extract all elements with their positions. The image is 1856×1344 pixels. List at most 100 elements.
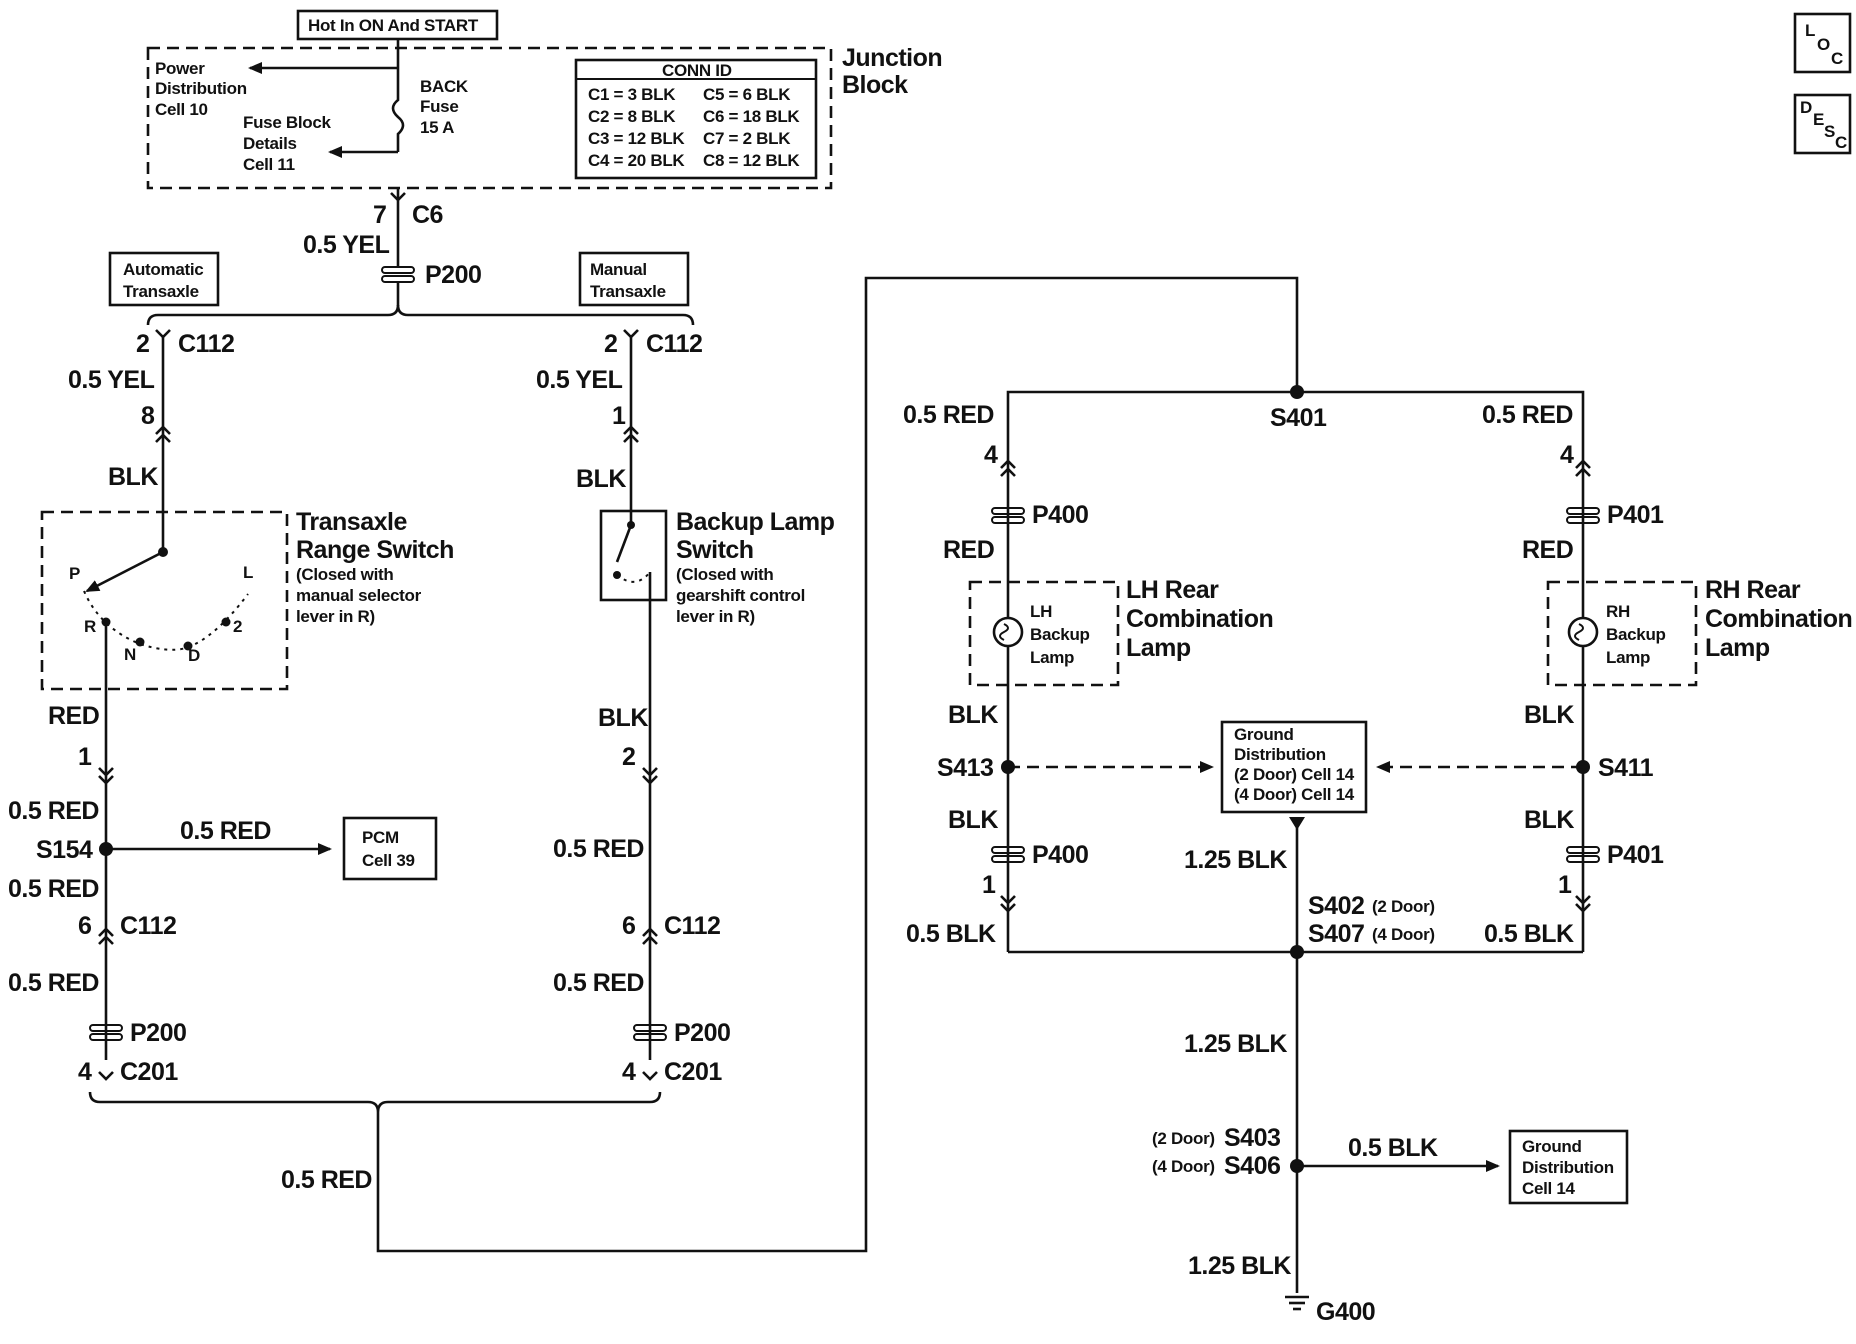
- fuse-label: BACK: [420, 77, 469, 96]
- manual-transaxle-label: Manual: [590, 260, 647, 279]
- rh-rear-combination-lamp-title: Lamp: [1705, 634, 1770, 662]
- automatic-transaxle-label-box: [108, 251, 220, 307]
- ground-distribution-label: (2 Door) Cell 14: [1234, 765, 1355, 784]
- power-dist-label: Cell 10: [155, 100, 208, 119]
- connector-id: C112: [178, 330, 234, 358]
- inline-connector-symbol: [1575, 895, 1591, 913]
- wire-label: BLK: [1524, 806, 1574, 834]
- wire-label: BLK: [576, 465, 626, 493]
- connector-id: C112: [120, 912, 176, 940]
- ground-distribution-label: Distribution: [1522, 1158, 1614, 1177]
- door-note: (4 Door): [1152, 1157, 1215, 1176]
- splice-id: S401: [1270, 404, 1327, 432]
- switch-note: (Closed with: [676, 565, 773, 584]
- junction-block-outline: [146, 46, 833, 190]
- p200-connector-symbol: [89, 1024, 123, 1032]
- wire-label: BLK: [948, 701, 998, 729]
- loc-icon[interactable]: L O C: [1793, 12, 1852, 74]
- power-dist-label: Distribution: [155, 79, 247, 98]
- p400-connector-symbol: [991, 507, 1025, 515]
- conn-id-cell: C6 = 18 BLK: [703, 107, 800, 126]
- wire-label: 0.5 RED: [903, 401, 994, 429]
- pcm-label: PCM: [362, 828, 399, 847]
- automatic-transaxle-branch: Automatic Transaxle 2 C112 0.5 YEL 8 BLK…: [8, 251, 454, 1086]
- p401-connector-symbol: [1566, 846, 1600, 854]
- connector-id: P200: [674, 1019, 730, 1047]
- wire-label: 0.5 RED: [553, 969, 644, 997]
- pin-number: 2: [622, 743, 635, 771]
- wire-label: 0.5 RED: [281, 1166, 372, 1194]
- conn-id-cell: C3 = 12 BLK: [588, 129, 685, 148]
- transaxle-range-switch-outline: [40, 510, 289, 691]
- splice-id: S403: [1224, 1124, 1280, 1152]
- inline-connector-symbol: [1000, 895, 1016, 913]
- fuse-label: Fuse: [420, 97, 458, 116]
- wire-label: 0.5 RED: [8, 797, 99, 825]
- conn-id-cell: C4 = 20 BLK: [588, 151, 685, 170]
- connector-id: P200: [130, 1019, 186, 1047]
- rh-backup-lamp-label: Backup: [1606, 625, 1666, 644]
- wire-label: 0.5 BLK: [1484, 920, 1574, 948]
- loc-icon-letter: C: [1831, 49, 1843, 68]
- splice-id: S407: [1308, 920, 1364, 948]
- pin-number: 2: [136, 330, 149, 358]
- connector-id: C6: [412, 201, 443, 229]
- c201-connector-symbol: [98, 1071, 114, 1081]
- manual-transaxle-branch: Manual Transaxle 2 C112 0.5 YEL 1 BLK Ba…: [536, 251, 835, 1086]
- pin-number: 1: [78, 743, 92, 771]
- option-brace: [146, 304, 695, 326]
- p200-connector-symbol: [381, 266, 415, 274]
- pcm-label: Cell 39: [362, 851, 415, 870]
- wire-label: BLK: [948, 806, 998, 834]
- backup-lamp-switch-title: Backup Lamp: [676, 508, 835, 536]
- fuse-block-label: Fuse Block: [243, 113, 332, 132]
- ground-distribution-box: [1508, 1129, 1629, 1205]
- wire-label: 0.5 RED: [1482, 401, 1573, 429]
- manual-transaxle-label-box: [578, 251, 690, 307]
- lh-backup-lamp-label: LH: [1030, 602, 1052, 621]
- connector-id: P200: [425, 261, 481, 289]
- pin-number: 4: [622, 1058, 636, 1086]
- door-note: (4 Door): [1372, 925, 1435, 944]
- ground-distribution-label: Cell 14: [1522, 1179, 1576, 1198]
- ground-id: G400: [1316, 1298, 1375, 1326]
- c112-connector-symbol: [98, 927, 114, 945]
- p401-connector-symbol: [1566, 507, 1600, 515]
- inline-connector-symbol: [155, 425, 171, 443]
- gear-position-label: D: [188, 646, 200, 665]
- lh-rear-combination-lamp-outline: [968, 580, 1120, 687]
- conn-id-title: CONN ID: [662, 61, 732, 80]
- fuse-block-label: Details: [243, 134, 297, 153]
- pin-number: 7: [373, 201, 386, 229]
- gear-position-label: R: [84, 617, 96, 636]
- switch-contact-arm: [615, 524, 633, 563]
- wire-label: 0.5 YEL: [536, 366, 623, 394]
- connector-id: P400: [1032, 841, 1088, 869]
- wire-label: 0.5 YEL: [303, 231, 390, 259]
- inline-connector-symbol: [98, 767, 114, 785]
- p200-connector-symbol: [633, 1024, 667, 1032]
- switch-note: (Closed with: [296, 565, 393, 584]
- connector-id: C112: [664, 912, 720, 940]
- pin-number: 6: [622, 912, 635, 940]
- power-dist-label: Power: [155, 59, 205, 78]
- rh-backup-lamp-label: Lamp: [1606, 648, 1650, 667]
- inline-connector-symbol: [623, 425, 639, 443]
- desc-icon[interactable]: D E S C: [1793, 93, 1852, 155]
- splice-s402-s407: [1290, 945, 1304, 959]
- p400-connector-symbol: [991, 846, 1025, 854]
- ground-distribution-label: Ground: [1234, 725, 1294, 744]
- inline-connector-symbol: [642, 767, 658, 785]
- wire-label: 0.5 BLK: [1348, 1134, 1438, 1162]
- conn-id-cell: C7 = 2 BLK: [703, 129, 791, 148]
- splice-id: S402: [1308, 892, 1364, 920]
- automatic-transaxle-label: Automatic: [123, 260, 203, 279]
- ground-distribution-box: [1220, 720, 1368, 814]
- fuse-block-label: Cell 11: [243, 155, 295, 174]
- wire-label: 1.25 BLK: [1184, 846, 1287, 874]
- wire-label: RED: [1522, 536, 1573, 564]
- lh-backup-lamp-label: Backup: [1030, 625, 1090, 644]
- wire-label: 0.5 RED: [8, 969, 99, 997]
- back-fuse-symbol: [391, 68, 405, 152]
- pin-number: 1: [1558, 871, 1572, 899]
